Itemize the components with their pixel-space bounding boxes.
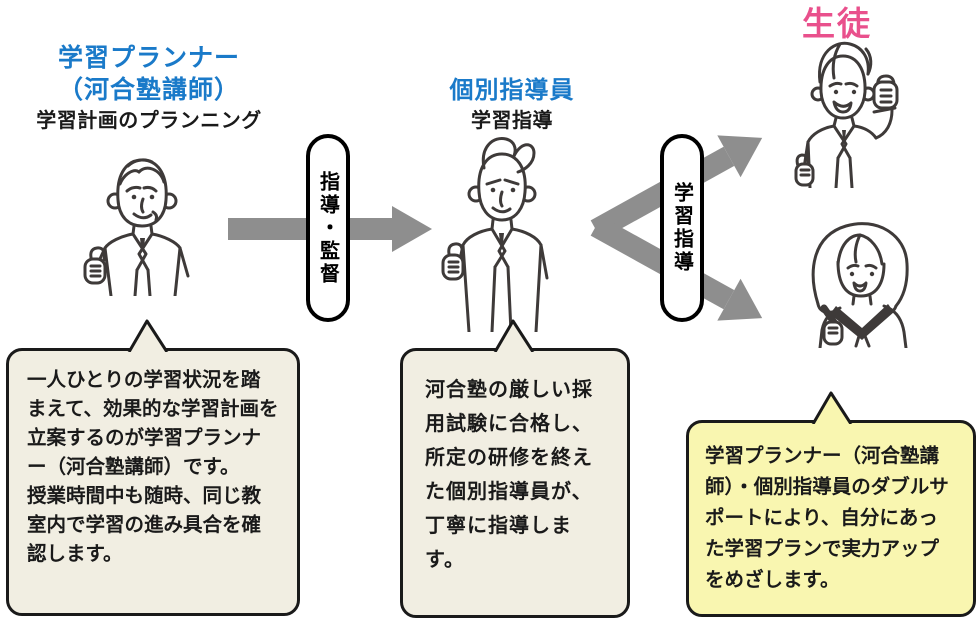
planner-title-line1: 学習プランナー [57,44,240,72]
students-title: 生徒 [802,5,872,42]
teaching-pill: 学習指導 [660,134,704,322]
supervision-pill-label: 指導・監督 [316,170,339,286]
planner-title-line2: （河合塾講師） [57,76,240,104]
instructor-subtitle: 学習指導 [471,110,553,132]
planner-title-block: 学習プランナー （河合塾講師） 学習計画のプランニング [8,42,290,133]
planner-bubble: 一人ひとりの学習状況を踏まえて、効果的な学習計画を立案するのが学習プランナー（河… [6,348,300,616]
planner-subtitle: 学習計画のプランニング [36,110,262,132]
student-boy-illustration [794,41,899,188]
planner-bubble-text-1: 一人ひとりの学習状況を踏まえて、効果的な学習計画を立案するのが学習プランナー（河… [27,369,279,478]
instructor-title-block: 個別指導員 学習指導 [398,76,626,133]
instructor-illustration [441,136,549,332]
students-bubble-pointer [811,391,853,424]
planner-bubble-pointer [127,319,169,352]
instructor-title: 個別指導員 [449,77,575,104]
planner-illustration [83,158,190,296]
instructor-bubble: 河合塾の厳しい採用試験に合格し、所定の研修を終えた個別指導員が、丁寧に指導します… [400,348,630,618]
supervision-pill: 指導・監督 [306,134,350,322]
student-girl-illustration [811,222,909,348]
planner-bubble-text-2: 授業時間中も随時、同じ教室内で学習の進み具合を確認します。 [27,485,262,565]
students-bubble-text: 学習プランナー（河合塾講師）・個別指導員のダブルサポートにより、自分にあった学習… [705,445,949,591]
instructor-bubble-text: 河合塾の厳しい採用試験に合格し、所定の研修を終えた個別指導員が、丁寧に指導します… [425,379,593,571]
instructor-bubble-pointer [493,319,535,352]
students-bubble: 学習プランナー（河合塾講師）・個別指導員のダブルサポートにより、自分にあった学習… [686,420,976,617]
teaching-pill-label: 学習指導 [670,182,693,274]
